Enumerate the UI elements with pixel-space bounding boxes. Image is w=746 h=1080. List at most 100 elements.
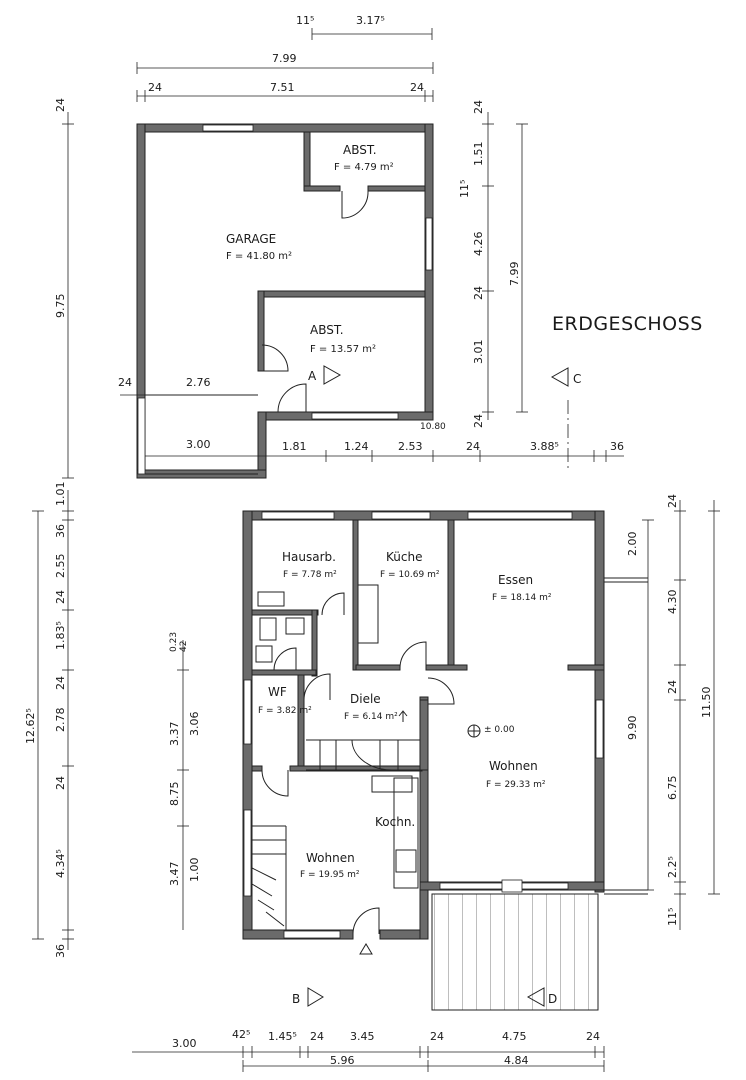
wall-wf-right <box>297 674 305 771</box>
door-hausarb <box>321 592 345 616</box>
dim-garage-left-h: 24 <box>54 98 67 112</box>
dim-right-3: 4.30 <box>666 590 679 615</box>
entrance-arrow <box>359 943 373 955</box>
dim-garage-r7: 24 <box>472 414 485 428</box>
dim-top-b: 3.17⁵ <box>356 14 385 27</box>
door-diele-essen <box>427 677 455 705</box>
garage-gate <box>137 397 146 475</box>
room-name-garage: GARAGE <box>226 232 276 246</box>
section-arrow-b <box>307 987 324 1007</box>
room-name-wf: WF <box>268 685 287 699</box>
dim-left-3: 2.55 <box>54 554 67 579</box>
stairs-diele <box>306 739 420 771</box>
dim-bot-4: 24 <box>310 1030 324 1043</box>
garage-wall-right <box>424 123 434 421</box>
abst1-wall-bottom <box>303 185 341 192</box>
abst1-door <box>341 190 369 219</box>
stove <box>395 849 417 873</box>
section-arrow-d <box>526 987 545 1007</box>
window-hausarb <box>261 511 335 520</box>
abst2-door <box>261 344 289 372</box>
dim-garage-bot-1: 3.00 <box>186 438 211 451</box>
dim-left-8: 24 <box>54 776 67 790</box>
room-name-abst2: ABST. <box>310 323 344 337</box>
dim-garage-in-l: 24 <box>118 376 132 389</box>
dim-c-1: 24 <box>466 440 480 453</box>
room-name-essen: Essen <box>498 573 533 587</box>
garage-wall-top <box>136 123 434 133</box>
dim-left-1: 1.01 <box>54 482 67 507</box>
dim-c-2: 3.88⁵ <box>530 440 559 453</box>
door-kochn <box>261 769 289 797</box>
dim-right-1: 24 <box>666 494 679 508</box>
dim-garage-r2: 1.51 <box>472 142 485 167</box>
room-area-abst2: F = 13.57 m² <box>310 344 376 355</box>
dim-mid-4: 3.06 <box>188 712 201 737</box>
garage-window-top <box>202 124 254 132</box>
terrace: D <box>431 893 599 1011</box>
abst1-wall-bottom-r <box>367 185 426 192</box>
wall-kuche-bottom-r <box>425 664 468 671</box>
dim-bot-t1: 5.96 <box>330 1054 355 1067</box>
wall-bath-right <box>311 609 318 677</box>
dim-garage-r4: 4.26 <box>472 232 485 257</box>
garage-side-door <box>277 383 307 413</box>
door-wf <box>303 673 331 701</box>
wall-wf-bottom <box>251 765 263 772</box>
dim-bot-t2: 4.84 <box>504 1054 529 1067</box>
dim-right-2: 2.00 <box>626 532 639 557</box>
room-area-essen: F = 18.14 m² <box>492 593 552 603</box>
room-area-diele: F = 6.14 m² <box>344 712 398 722</box>
dim-top-total: 7.99 <box>272 52 297 65</box>
dim-garage-r6: 3.01 <box>472 340 485 365</box>
kuche-counter <box>357 584 379 644</box>
shower <box>255 645 273 663</box>
dim-right-4: 24 <box>666 680 679 694</box>
dim-right-7: 11⁵ <box>666 908 679 926</box>
section-marker-d: D <box>548 992 557 1006</box>
dim-right-total-b: 11.50 <box>700 687 713 719</box>
dim-garage-rt: 7.99 <box>508 262 521 287</box>
dim-mid-7: 1.00 <box>188 858 201 883</box>
room-area-kuche: F = 10.69 m² <box>380 570 440 580</box>
wall-essen-stub <box>567 664 605 671</box>
level-text: ± 0.00 <box>484 725 515 735</box>
abst2-wall-top <box>257 290 426 298</box>
dim-left-9: 4.34⁵ <box>54 849 67 878</box>
dim-bot-5: 3.45 <box>350 1030 375 1043</box>
dim-right-6: 2.2⁵ <box>666 856 679 878</box>
dim-mid-3: 3.37 <box>168 722 181 747</box>
fireplace <box>501 879 523 893</box>
dim-left-2: 36 <box>54 524 67 538</box>
dim-garage-r5: 24 <box>472 286 485 300</box>
dim-garage-height: 9.75 <box>54 294 67 319</box>
house-wall-kochn-right <box>419 696 429 940</box>
sink-hausarb <box>257 591 285 607</box>
garage-wall-step <box>257 411 267 479</box>
room-area-hausarb: F = 7.78 m² <box>283 570 337 580</box>
room-area-abst1: F = 4.79 m² <box>334 162 394 173</box>
wall-kuche-right <box>447 519 455 671</box>
window-kuche <box>371 511 431 520</box>
abst2-wall-left <box>257 290 265 372</box>
dim-bot-2: 42⁵ <box>232 1028 250 1041</box>
abst2-window-bottom <box>311 412 399 420</box>
wall-hausarb-bottom <box>251 609 319 616</box>
dim-bot-3: 1.45⁵ <box>268 1030 297 1043</box>
section-marker-c: C <box>573 372 581 386</box>
room-area-wf: F = 3.82 m² <box>258 706 312 716</box>
corner-height: 10.80 <box>420 422 446 432</box>
dim-left-4: 24 <box>54 590 67 604</box>
dim-bot-1: 3.00 <box>172 1037 197 1050</box>
section-marker-b: B <box>292 992 300 1006</box>
dim-top-left: 24 <box>148 81 162 94</box>
dim-garage-bot-4: 2.53 <box>398 440 423 453</box>
room-name-diele: Diele <box>350 692 381 706</box>
garage-building: ABST. F = 4.79 m² GARAGE F = 41.80 m² AB… <box>136 123 446 479</box>
wall-wf-top <box>251 669 317 676</box>
dim-garage-bot-3: 1.24 <box>344 440 369 453</box>
section-marker-a: A <box>308 369 317 383</box>
window-left-lower <box>243 809 252 897</box>
wall-diele-right <box>419 699 429 771</box>
